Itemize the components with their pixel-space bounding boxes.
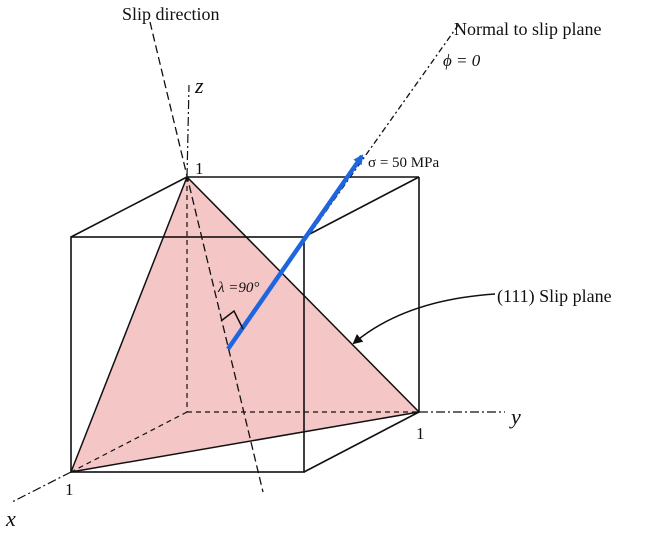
x-axis xyxy=(11,471,72,503)
vertex-label-top: 1 xyxy=(195,159,204,178)
sigma-label: σ = 50 MPa xyxy=(368,155,439,171)
lambda-label: λ =90° xyxy=(217,280,259,296)
vertex-label-right: 1 xyxy=(416,424,425,443)
z-axis xyxy=(186,84,190,178)
z-axis-label: z xyxy=(194,73,204,98)
y-axis-label: y xyxy=(509,404,521,429)
hidden-edge-bottom-diagonal xyxy=(70,411,188,473)
slip-plane-pointer-arrow xyxy=(352,293,496,345)
stress-arrow xyxy=(226,154,364,351)
normal-to-slip-plane-label: Normal to slip plane xyxy=(454,19,601,39)
phi-label: ϕ = 0 xyxy=(443,51,481,70)
x-axis-label: x xyxy=(5,506,16,531)
slip-direction-label: Slip direction xyxy=(122,4,220,24)
cube-edges xyxy=(70,176,420,473)
vertex-label-left: 1 xyxy=(65,480,74,499)
slip-plane-label: (111) Slip plane xyxy=(497,286,612,307)
right-angle-marker xyxy=(220,309,244,330)
slip-direction-line xyxy=(149,21,264,493)
